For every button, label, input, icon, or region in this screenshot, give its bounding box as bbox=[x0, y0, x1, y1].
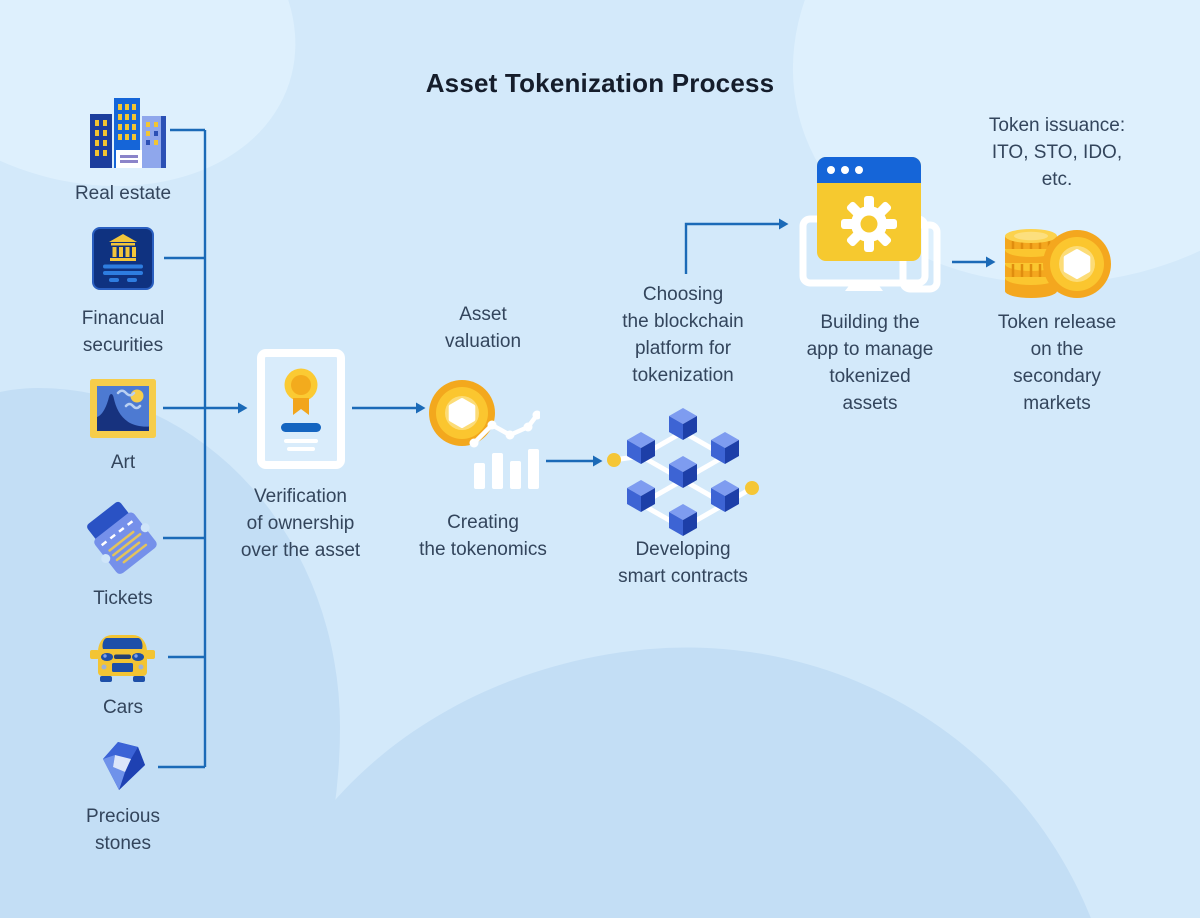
certificate-icon bbox=[257, 349, 345, 469]
page-title: Asset Tokenization Process bbox=[425, 68, 775, 98]
step-label-creating-tokenomics: Creating the tokenomics bbox=[419, 512, 547, 560]
car-icon bbox=[90, 626, 155, 686]
step-label-developing-smart-contracts: Developing smart contracts bbox=[618, 539, 748, 587]
coin-chart-icon bbox=[424, 373, 540, 489]
tickets-icon bbox=[86, 500, 160, 580]
step-label-choosing-platform: Choosing the blockchain platform for tok… bbox=[622, 284, 744, 386]
decorative-blob-bottom bbox=[215, 611, 1135, 918]
step-label-verification: Verification of ownership over the asset bbox=[240, 486, 361, 561]
app-window-gear-icon bbox=[795, 151, 945, 293]
asset-label-financial-securities: Financual securities bbox=[81, 308, 165, 356]
real-estate-buildings-icon bbox=[86, 94, 174, 170]
step-label-asset-valuation: Asset valuation bbox=[444, 304, 522, 352]
financial-securities-bank-icon bbox=[92, 227, 154, 290]
asset-label-tickets: Tickets bbox=[93, 588, 153, 609]
blockchain-network-icon bbox=[604, 396, 762, 541]
step-label-token-issuance: Token issuance: ITO, STO, IDO, etc. bbox=[988, 115, 1126, 190]
asset-label-art: Art bbox=[110, 452, 136, 473]
asset-label-real-estate: Real estate bbox=[74, 183, 172, 204]
asset-label-cars: Cars bbox=[102, 697, 144, 718]
coin-stack-icon bbox=[1001, 212, 1113, 300]
asset-label-precious-stones: Precious stones bbox=[86, 806, 160, 854]
art-painting-icon bbox=[89, 379, 157, 438]
step-label-building-app: Building the app to manage tokenized ass… bbox=[806, 312, 934, 414]
step-label-token-release: Token release on the secondary markets bbox=[997, 312, 1117, 414]
precious-stones-diamond-icon bbox=[94, 738, 152, 794]
